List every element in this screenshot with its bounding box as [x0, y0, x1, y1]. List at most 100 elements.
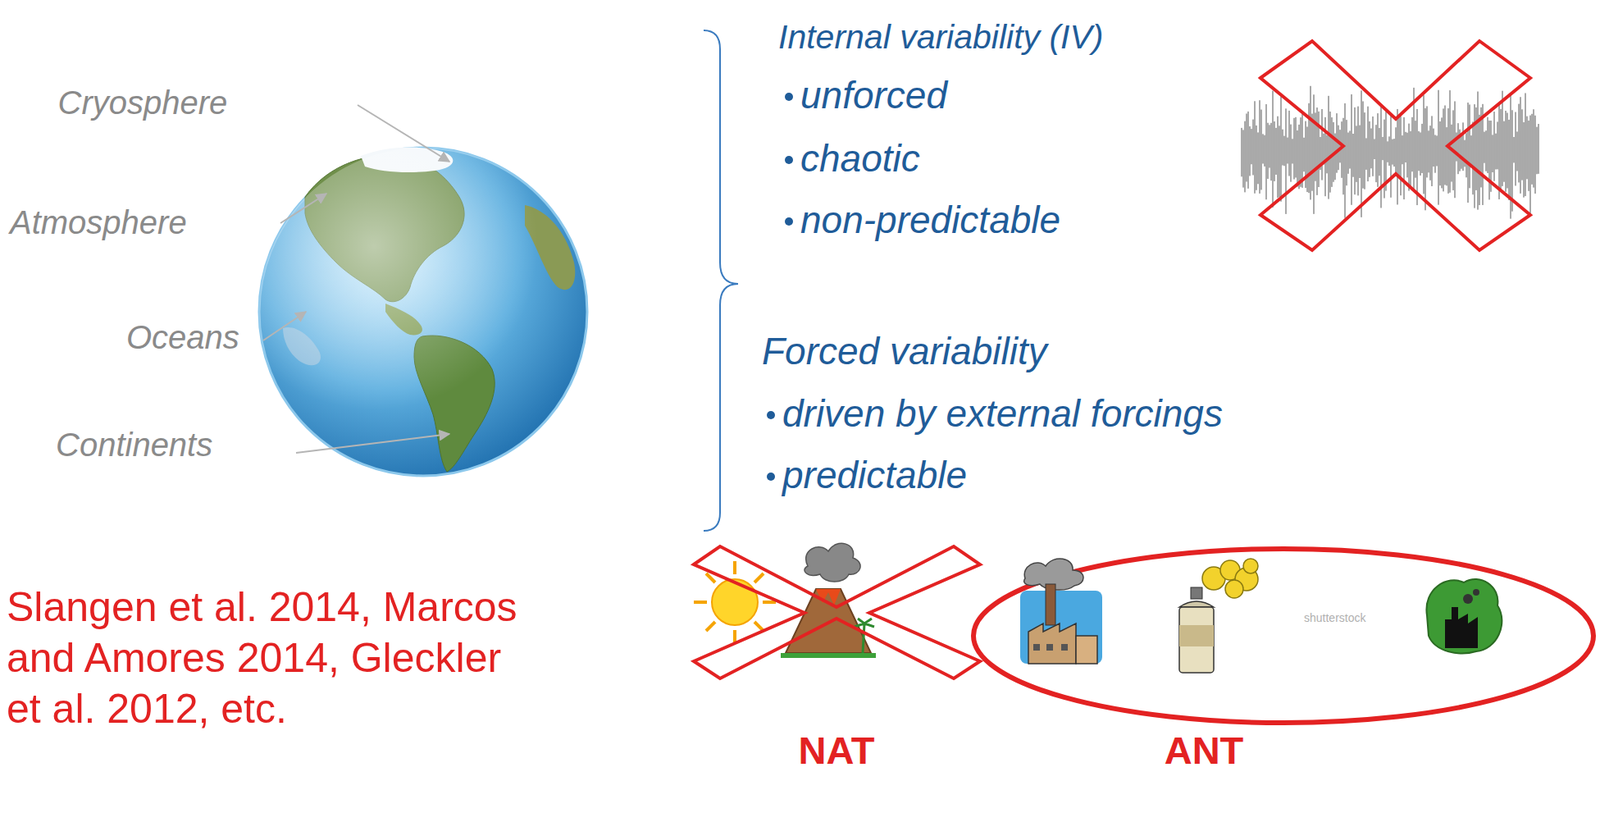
part-label: Atmosphere [9, 202, 187, 242]
part-label: Cryosphere [58, 82, 228, 123]
noise-stroke [1300, 117, 1302, 187]
noise-stroke [1431, 115, 1433, 187]
noise-stroke [1525, 92, 1527, 197]
noise-stroke [1443, 108, 1445, 192]
noise-stroke [1504, 121, 1505, 183]
noise-stroke [1249, 126, 1251, 176]
noise-stroke [1387, 141, 1389, 162]
noise-stroke [1285, 108, 1287, 215]
noise-stroke [1433, 128, 1435, 167]
noise-stroke [1290, 124, 1292, 183]
noise-stroke [1438, 90, 1440, 206]
noise-stroke [1261, 109, 1263, 191]
noise-stroke [1458, 123, 1459, 174]
noise-stroke [1448, 108, 1450, 194]
noise-stroke [1487, 117, 1489, 174]
noise-stroke [1536, 127, 1538, 175]
noise-stroke [1348, 132, 1350, 174]
noise-stroke [1344, 103, 1346, 219]
noise-stroke [1321, 109, 1323, 181]
noise-stroke [1467, 102, 1469, 203]
noise-stroke [1356, 125, 1358, 183]
noise-stroke [1264, 135, 1266, 167]
noise-stroke [1508, 119, 1510, 201]
noise-stroke [1271, 123, 1272, 181]
noise-stroke [1446, 127, 1448, 186]
noise-stroke [1254, 100, 1256, 193]
noise-stroke [1392, 139, 1394, 165]
globe [259, 146, 588, 476]
noise-stroke [1312, 113, 1313, 192]
noise-stroke [1484, 132, 1486, 164]
noise-stroke [1318, 111, 1320, 187]
noise-stroke [1533, 109, 1535, 187]
noise-stroke [1323, 133, 1325, 165]
noise-stroke [1359, 125, 1361, 178]
noise-stroke [1351, 94, 1353, 206]
noise-stroke [1420, 132, 1422, 176]
noise-stroke [1464, 140, 1466, 168]
noise-stroke [1274, 121, 1276, 182]
bullet-item: non-predictable [800, 197, 1061, 243]
noise-stroke [1422, 123, 1423, 174]
noise-stroke [1287, 137, 1289, 165]
factory-building [1075, 635, 1098, 664]
noise-stroke [1412, 117, 1414, 172]
noise-stroke [1400, 116, 1402, 197]
smoke-cloud [804, 542, 861, 582]
noise-stroke [1489, 120, 1491, 201]
leader-line [280, 193, 327, 224]
noise-stroke [1294, 118, 1295, 180]
noise-stroke [1346, 119, 1348, 186]
can-body [1179, 606, 1214, 673]
noise-stroke [1486, 130, 1487, 171]
noise-stroke [1248, 111, 1250, 189]
noise-stroke [1295, 117, 1297, 178]
noise-stroke [1513, 136, 1515, 163]
noise-stroke [1241, 127, 1243, 177]
noise-stroke [1379, 127, 1381, 176]
noise-stroke [1461, 135, 1463, 169]
noise-stroke [1354, 107, 1356, 195]
noise-stroke [1374, 138, 1376, 160]
spray-cloud [1202, 558, 1259, 598]
can-top [1179, 601, 1214, 607]
leader-line [263, 311, 306, 341]
noise-stroke [1528, 120, 1530, 192]
ground [780, 652, 876, 658]
noise-stroke [1435, 134, 1436, 173]
noise-stroke [1289, 110, 1291, 177]
bullet [766, 410, 775, 420]
noise-stroke [1476, 107, 1477, 191]
noise-stroke [1267, 123, 1269, 179]
noise-stroke [1303, 137, 1305, 172]
noise-stroke [1299, 124, 1300, 189]
noise-stroke [1385, 111, 1387, 191]
noise-stroke [1472, 121, 1474, 195]
noise-stroke [1497, 121, 1499, 169]
noise-stroke [1259, 100, 1261, 194]
noise-stroke [1262, 133, 1264, 164]
noise-stroke [1451, 124, 1453, 183]
noise-stroke [1530, 115, 1532, 215]
heading: Internal variability (IV) [778, 17, 1104, 58]
noise-stroke [1302, 113, 1304, 188]
noise-stroke [1445, 104, 1446, 185]
spray-can-icon [1179, 558, 1259, 673]
noise-stroke [1258, 132, 1259, 184]
noise-stroke [1313, 94, 1315, 215]
noise-stroke [1256, 125, 1258, 191]
noise-stroke [1349, 130, 1351, 169]
noise-stroke [1317, 107, 1318, 196]
noise-stroke [1449, 90, 1451, 193]
noise-stroke [1251, 128, 1253, 165]
category-label: NAT [797, 727, 875, 774]
smoke-puff [1472, 588, 1480, 596]
noise-stroke [1440, 121, 1441, 186]
noise-stroke [1507, 113, 1509, 189]
bullet-item: predictable [782, 452, 967, 498]
noise-stroke [1471, 135, 1473, 168]
globe-highlight [259, 147, 588, 476]
watermark: shutterstock [1303, 610, 1366, 625]
noise-stroke [1494, 111, 1496, 182]
